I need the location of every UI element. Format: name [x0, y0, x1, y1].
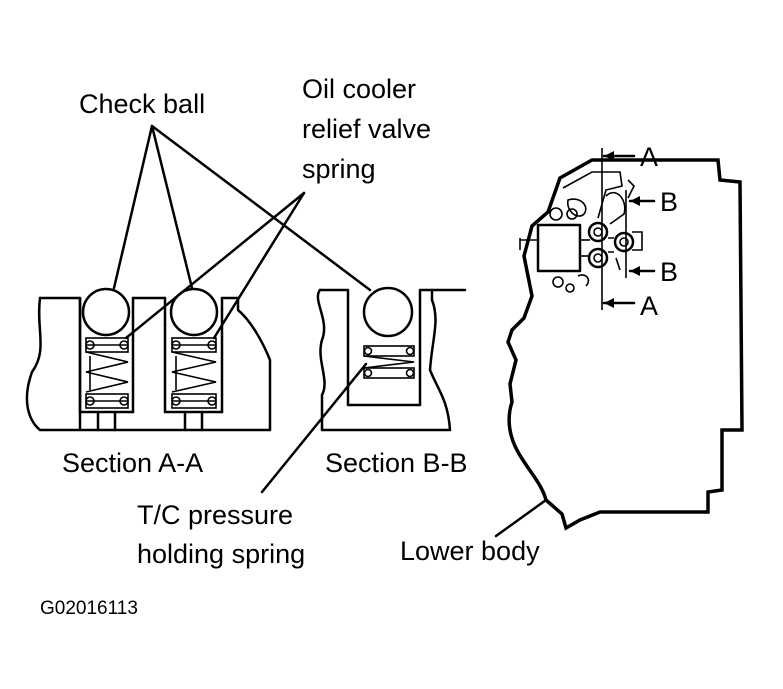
section-aa-drawing: [25, 287, 272, 432]
label-oil-cooler-line2: relief valve: [302, 114, 431, 144]
marker-b-bottom: B: [660, 257, 678, 287]
check-ball-3: [362, 286, 414, 338]
label-check-ball: Check ball: [79, 89, 205, 119]
leader-lines: [112, 124, 548, 538]
label-oil-cooler-line3: spring: [302, 154, 376, 184]
label-tc-line1: T/C pressure: [137, 500, 293, 530]
label-section-bb: Section B-B: [325, 448, 468, 478]
label-oil-cooler-line1: Oil cooler: [302, 74, 416, 104]
marker-a-bottom: A: [640, 291, 658, 321]
marker-b-top: B: [660, 187, 678, 217]
label-section-aa: Section A-A: [62, 448, 203, 478]
label-lower-body: Lower body: [400, 536, 540, 566]
figure-id: G02016113: [40, 598, 138, 619]
section-bb-drawing: [316, 286, 467, 432]
check-ball-1: [81, 287, 131, 337]
spring-left: [85, 337, 129, 409]
spring-middle: [171, 337, 217, 409]
spring-right: [363, 345, 415, 379]
section-arrows: [602, 151, 656, 308]
label-tc-line2: holding spring: [137, 539, 305, 569]
lower-body-outline: [506, 148, 744, 531]
marker-a-top: A: [640, 142, 658, 172]
check-ball-2: [169, 287, 219, 337]
